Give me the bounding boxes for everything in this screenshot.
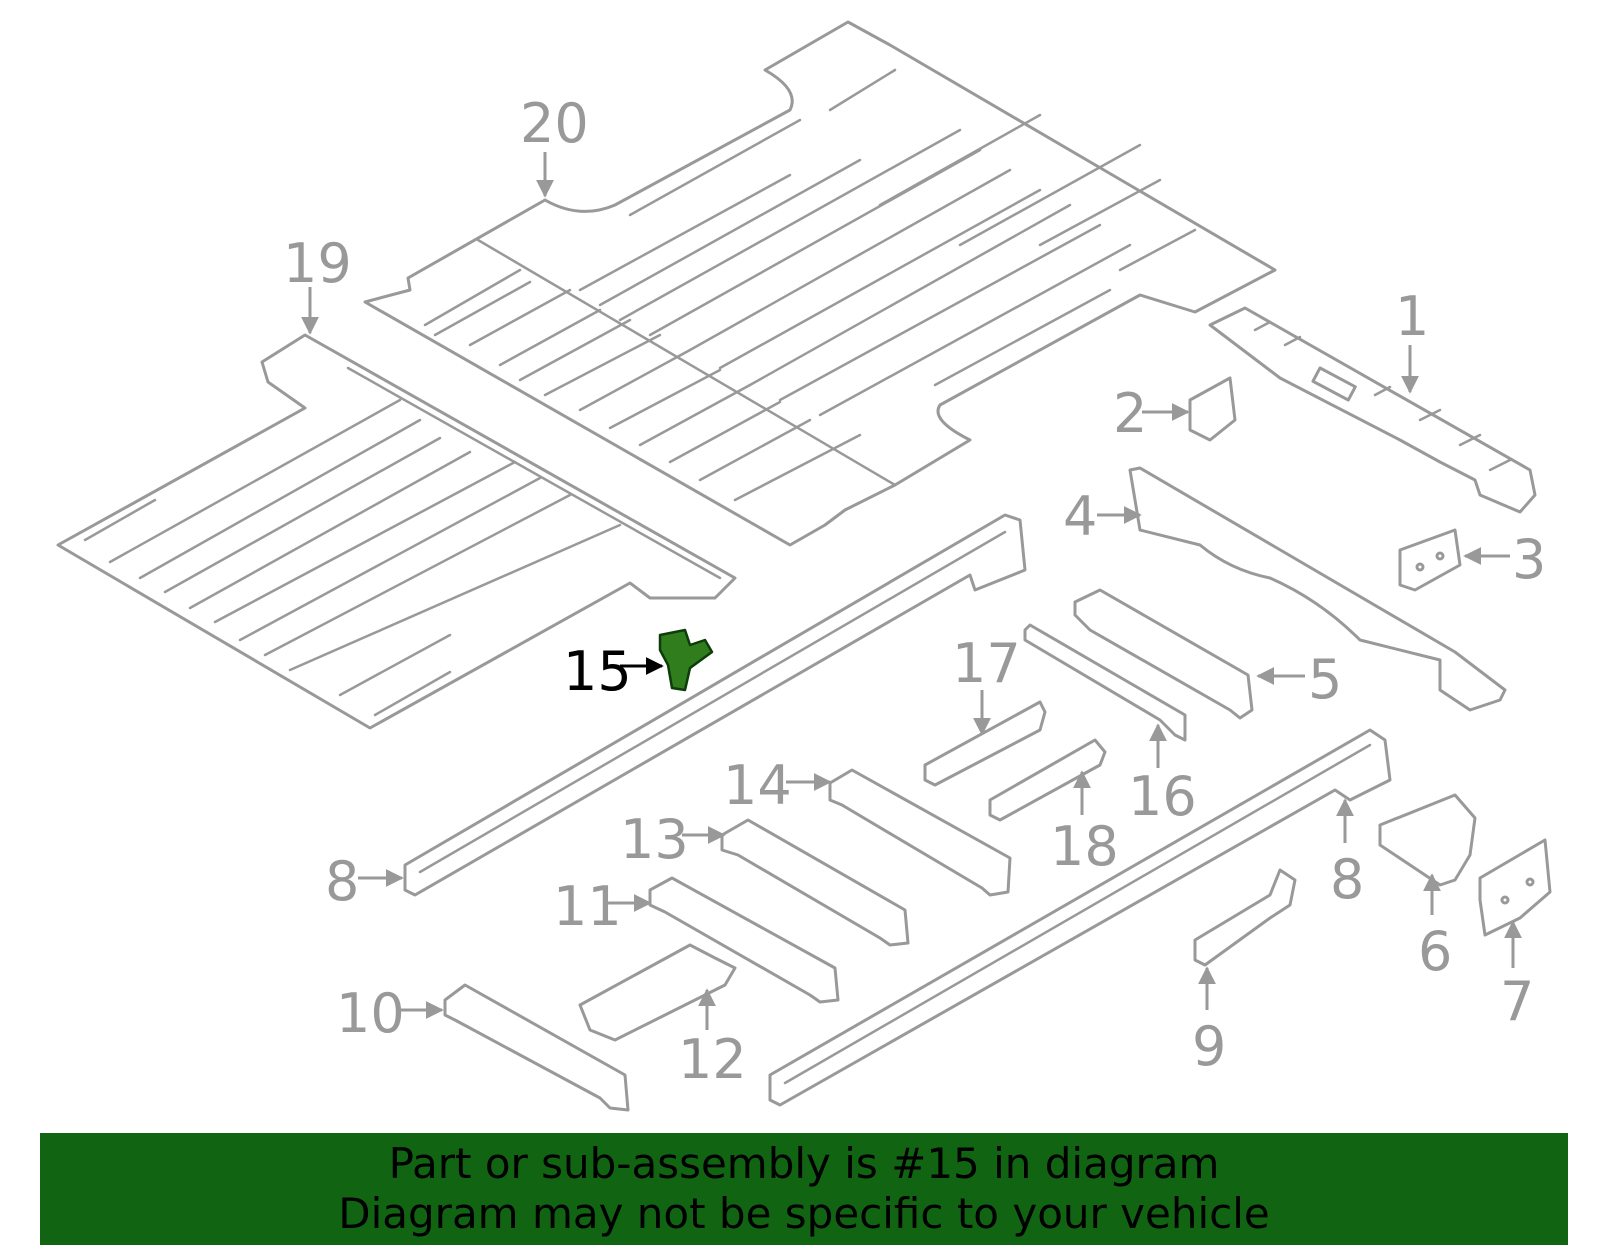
- callout-16[interactable]: 16: [1128, 765, 1197, 828]
- callout-2[interactable]: 2: [1113, 382, 1147, 445]
- callout-13[interactable]: 13: [620, 808, 689, 871]
- part-16-brace[interactable]: [1023, 623, 1187, 742]
- banner-line-disclaimer: Diagram may not be specific to your vehi…: [338, 1189, 1270, 1238]
- part-12-crossmember[interactable]: [578, 943, 737, 1042]
- callout-17[interactable]: 17: [952, 632, 1021, 695]
- part-5-crossmember[interactable]: [1073, 588, 1254, 720]
- callout-11[interactable]: 11: [553, 875, 622, 938]
- callout-20[interactable]: 20: [520, 92, 589, 155]
- part-6-bracket[interactable]: [1378, 793, 1477, 887]
- callout-1[interactable]: 1: [1395, 285, 1429, 348]
- leader-lines: [301, 152, 1522, 1030]
- part-19-floor-panel[interactable]: [56, 333, 737, 730]
- callout-12[interactable]: 12: [678, 1028, 747, 1091]
- part-11-crossmember[interactable]: [648, 876, 840, 1004]
- part-20-floor-panel[interactable]: [363, 20, 1277, 547]
- part-14-crossmember[interactable]: [828, 768, 1012, 897]
- part-17-brace[interactable]: [923, 700, 1047, 787]
- callout-10[interactable]: 10: [336, 982, 405, 1045]
- callout-3[interactable]: 3: [1512, 528, 1546, 591]
- callout-15[interactable]: 15: [563, 640, 632, 703]
- callout-8-right[interactable]: 8: [1330, 848, 1364, 911]
- callout-5[interactable]: 5: [1308, 648, 1342, 711]
- parts-diagram: 20 19 1 2 3 4 5 6 7 8 8 9 10 11 12 13 14…: [56, 20, 1552, 1112]
- info-banner: Part or sub-assembly is #15 in diagram D…: [40, 1133, 1568, 1245]
- callout-8-left[interactable]: 8: [325, 850, 359, 913]
- part-3-plate[interactable]: [1398, 528, 1462, 592]
- part-2-bracket[interactable]: [1188, 376, 1237, 442]
- part-9-brace[interactable]: [1193, 868, 1297, 967]
- part-4-side-rail[interactable]: [1128, 466, 1507, 712]
- callout-14[interactable]: 14: [723, 754, 792, 817]
- banner-line-part: Part or sub-assembly is #15 in diagram: [388, 1139, 1220, 1188]
- part-10-crossmember[interactable]: [443, 983, 630, 1112]
- callout-6[interactable]: 6: [1418, 920, 1452, 983]
- part-15-bracket-highlighted[interactable]: [658, 628, 714, 692]
- part-13-crossmember[interactable]: [720, 818, 910, 947]
- part-1-crossmember[interactable]: [1208, 306, 1537, 514]
- callout-9[interactable]: 9: [1192, 1015, 1226, 1078]
- callout-4[interactable]: 4: [1063, 485, 1097, 548]
- callout-19[interactable]: 19: [283, 232, 352, 295]
- part-18-brace[interactable]: [988, 738, 1107, 822]
- part-7-plate[interactable]: [1478, 838, 1552, 937]
- callout-18[interactable]: 18: [1050, 815, 1119, 878]
- callout-7[interactable]: 7: [1500, 970, 1534, 1033]
- part-8-left-sill[interactable]: [403, 513, 1027, 897]
